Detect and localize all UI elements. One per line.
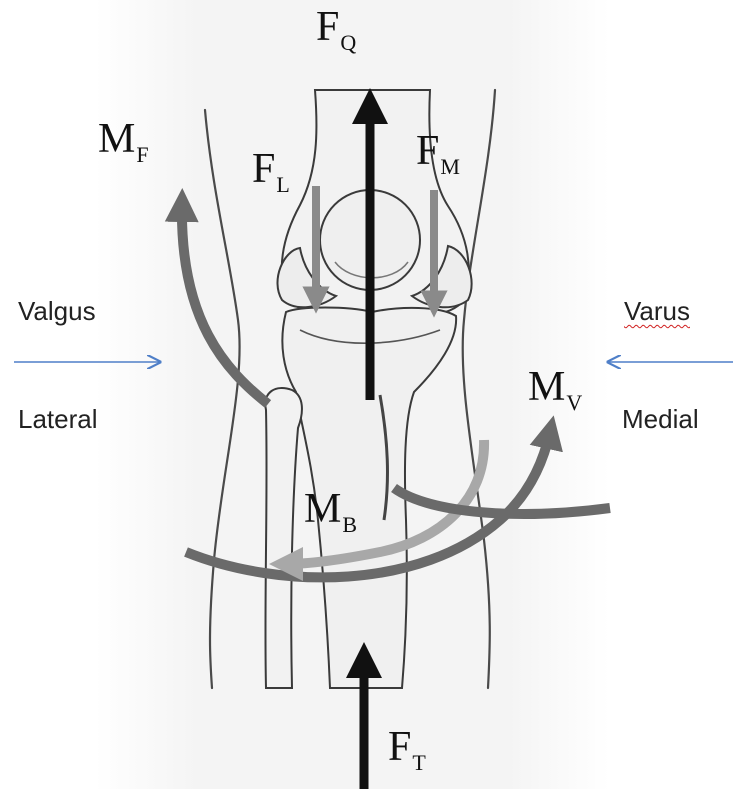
fm-main: F: [416, 128, 439, 174]
mv-sub: V: [566, 390, 582, 415]
mf-main: M: [98, 116, 135, 162]
lateral-force-label: FL: [252, 148, 290, 190]
bending-moment-label: MB: [304, 488, 357, 530]
tibial-force-label: FT: [388, 726, 426, 768]
mb-main: M: [304, 486, 341, 532]
fq-main: F: [316, 4, 339, 50]
varus-moment-label: MV: [528, 366, 582, 408]
fq-sub: Q: [340, 30, 356, 55]
flexion-moment-label: MF: [98, 118, 149, 160]
valgus-label: Valgus: [18, 296, 96, 327]
lateral-label: Lateral: [18, 404, 98, 435]
varus-label: Varus: [624, 296, 690, 327]
medial-label: Medial: [622, 404, 699, 435]
fl-main: F: [252, 146, 275, 192]
ft-main: F: [388, 724, 411, 770]
ft-sub: T: [412, 750, 425, 775]
mv-main: M: [528, 364, 565, 410]
mf-sub: F: [136, 142, 148, 167]
quadriceps-force-label: FQ: [316, 6, 356, 48]
medial-force-label: FM: [416, 130, 460, 172]
mb-sub: B: [342, 512, 357, 537]
fl-sub: L: [276, 172, 289, 197]
fm-sub: M: [440, 154, 460, 179]
